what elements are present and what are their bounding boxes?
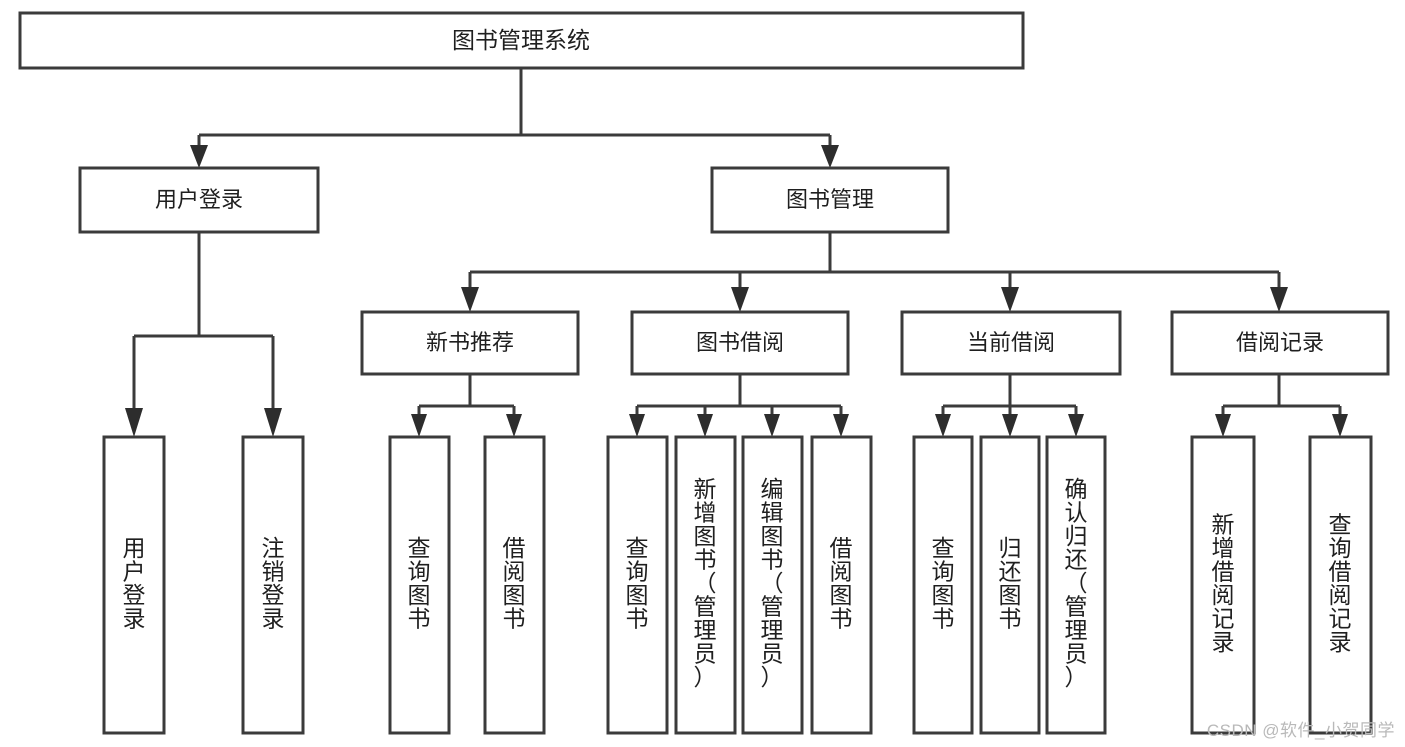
arrow-head-borrow-record	[1270, 287, 1288, 312]
node-root[interactable]: 图书管理系统	[18, 11, 1025, 70]
leaf-query-record-label: 查询借阅记录	[1329, 511, 1352, 655]
arrow-head-leaf-query-book-3	[935, 414, 951, 437]
arrow-head-book-management	[821, 145, 839, 168]
leaf-query-book-3[interactable]: 查询图书	[912, 435, 974, 735]
leaf-add-record[interactable]: 新增借阅记录	[1190, 435, 1256, 735]
edges-root-to-level2	[190, 68, 839, 168]
leaf-edit-book-box[interactable]	[741, 435, 804, 735]
edges-borrow-record-to-leaves	[1215, 374, 1348, 437]
leaf-query-record[interactable]: 查询借阅记录	[1308, 435, 1373, 735]
node-borrow-record-label: 借阅记录	[1236, 330, 1324, 355]
leaf-add-book-box[interactable]	[674, 435, 737, 735]
leaf-logout-login-label: 注销登录	[262, 535, 285, 632]
node-book-borrow-label: 图书借阅	[696, 330, 784, 355]
leaf-query-book-1-label: 查询图书	[408, 535, 431, 632]
leaf-borrow-book-2-box[interactable]	[810, 435, 873, 735]
node-book-management-label: 图书管理	[786, 187, 874, 212]
arrow-head-leaf-borrow-book-2	[833, 414, 849, 437]
leaf-borrow-book-1-label: 借阅图书	[503, 535, 526, 632]
node-new-book-recommend[interactable]: 新书推荐	[360, 310, 580, 376]
arrow-head-user-login	[190, 145, 208, 168]
leaf-logout-login-box[interactable]	[241, 435, 305, 735]
edges-book-management-to-level3	[461, 232, 1288, 312]
arrow-head-leaf-query-book-1	[411, 414, 427, 437]
leaf-confirm-return-label: 确认归还（管理员）	[1065, 476, 1088, 690]
arrow-head-leaf-confirm-return	[1068, 414, 1084, 437]
arrow-head-leaf-add-record	[1215, 414, 1231, 437]
node-new-book-recommend-label: 新书推荐	[426, 330, 514, 355]
leaf-query-record-box[interactable]	[1308, 435, 1373, 735]
node-current-borrow-box[interactable]	[900, 310, 1122, 376]
leaf-query-book-1-box[interactable]	[388, 435, 451, 735]
arrow-head-leaf-query-record	[1332, 414, 1348, 437]
node-user-login[interactable]: 用户登录	[78, 166, 320, 234]
arrow-head-current-borrow	[1001, 287, 1019, 312]
arrow-head-leaf-user-login	[125, 408, 143, 437]
arrow-head-leaf-borrow-book-1	[506, 414, 522, 437]
arrow-head-leaf-add-book	[697, 414, 713, 437]
node-book-management[interactable]: 图书管理	[710, 166, 950, 234]
leaf-query-book-2-box[interactable]	[606, 435, 669, 735]
node-book-borrow[interactable]: 图书借阅	[630, 310, 850, 376]
arrow-head-new-book-recommend	[461, 287, 479, 312]
node-current-borrow[interactable]: 当前借阅	[900, 310, 1122, 376]
arrow-head-leaf-edit-book	[764, 414, 780, 437]
leaf-query-book-2[interactable]: 查询图书	[606, 435, 669, 735]
node-root-label: 图书管理系统	[452, 27, 590, 53]
node-borrow-record-box[interactable]	[1170, 310, 1390, 376]
leaf-user-login-box[interactable]	[102, 435, 166, 735]
node-borrow-record[interactable]: 借阅记录	[1170, 310, 1390, 376]
arrow-head-leaf-return-book	[1002, 414, 1018, 437]
leaf-confirm-return-box[interactable]	[1045, 435, 1107, 735]
arrow-head-leaf-logout-login	[264, 408, 282, 437]
leaf-borrow-book-2-label: 借阅图书	[830, 535, 853, 632]
leaf-query-book-3-label: 查询图书	[932, 535, 955, 632]
leaf-query-book-3-box[interactable]	[912, 435, 974, 735]
node-user-login-box[interactable]	[78, 166, 320, 234]
node-book-borrow-box[interactable]	[630, 310, 850, 376]
leaf-user-login-label: 用户登录	[123, 535, 146, 632]
leaf-add-record-box[interactable]	[1190, 435, 1256, 735]
csdn-watermark: CSDN @软件_小贺同学	[1206, 721, 1395, 740]
leaf-borrow-book-1-box[interactable]	[483, 435, 546, 735]
leaf-confirm-return[interactable]: 确认归还（管理员）	[1045, 435, 1107, 735]
leaf-borrow-book-1[interactable]: 借阅图书	[483, 435, 546, 735]
leaf-add-book[interactable]: 新增图书（管理员）	[674, 435, 737, 735]
edges-new-book-recommend-to-leaves	[411, 374, 522, 437]
leaf-query-book-1[interactable]: 查询图书	[388, 435, 451, 735]
node-new-book-recommend-box[interactable]	[360, 310, 580, 376]
arrow-head-book-borrow	[731, 287, 749, 312]
leaf-borrow-book-2[interactable]: 借阅图书	[810, 435, 873, 735]
leaf-edit-book-label: 编辑图书（管理员）	[761, 476, 784, 690]
leaf-return-book-label: 归还图书	[999, 535, 1022, 632]
node-user-login-label: 用户登录	[155, 187, 243, 212]
node-book-management-box[interactable]	[710, 166, 950, 234]
leaf-logout-login[interactable]: 注销登录	[241, 435, 305, 735]
leaf-query-book-2-label: 查询图书	[626, 535, 649, 632]
leaf-edit-book[interactable]: 编辑图书（管理员）	[741, 435, 804, 735]
leaf-user-login[interactable]: 用户登录	[102, 435, 166, 735]
edges-user-login-to-leaves	[125, 232, 282, 437]
edges-book-borrow-to-leaves	[629, 374, 849, 437]
leaf-add-book-label: 新增图书（管理员）	[694, 476, 717, 690]
leaf-return-book[interactable]: 归还图书	[979, 435, 1041, 735]
node-current-borrow-label: 当前借阅	[967, 330, 1055, 355]
edges-current-borrow-to-leaves	[935, 374, 1084, 437]
leaf-add-record-label: 新增借阅记录	[1212, 511, 1235, 655]
arrow-head-leaf-query-book-2	[629, 414, 645, 437]
node-root-box[interactable]	[18, 11, 1025, 70]
leaf-return-book-box[interactable]	[979, 435, 1041, 735]
